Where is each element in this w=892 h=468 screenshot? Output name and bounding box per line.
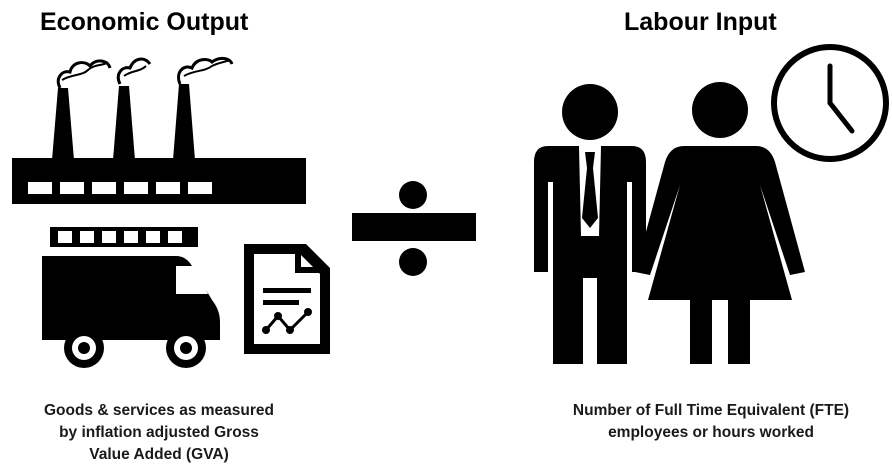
labour-input-caption: Number of Full Time Equivalent (FTE) emp…: [530, 400, 892, 444]
van-icon: [42, 227, 220, 368]
clock-icon: [771, 44, 889, 162]
woman-icon: [635, 82, 805, 364]
document-chart-icon: [244, 244, 330, 354]
labour-input-title: Labour Input: [624, 8, 777, 36]
caption-line: Goods & services as measured: [43, 402, 275, 419]
caption-line: employees or hours worked: [608, 424, 814, 441]
divide-icon: [352, 181, 476, 276]
economic-output-title: Economic Output: [40, 8, 249, 36]
caption-line: by inflation adjusted Gross: [59, 424, 259, 441]
factory-icon: [12, 56, 306, 204]
caption-line: Number of Full Time Equivalent (FTE): [572, 402, 850, 419]
caption-line: Value Added (GVA): [89, 446, 229, 463]
man-icon: [534, 84, 646, 364]
economic-output-caption: Goods & services as measured by inflatio…: [0, 400, 318, 466]
